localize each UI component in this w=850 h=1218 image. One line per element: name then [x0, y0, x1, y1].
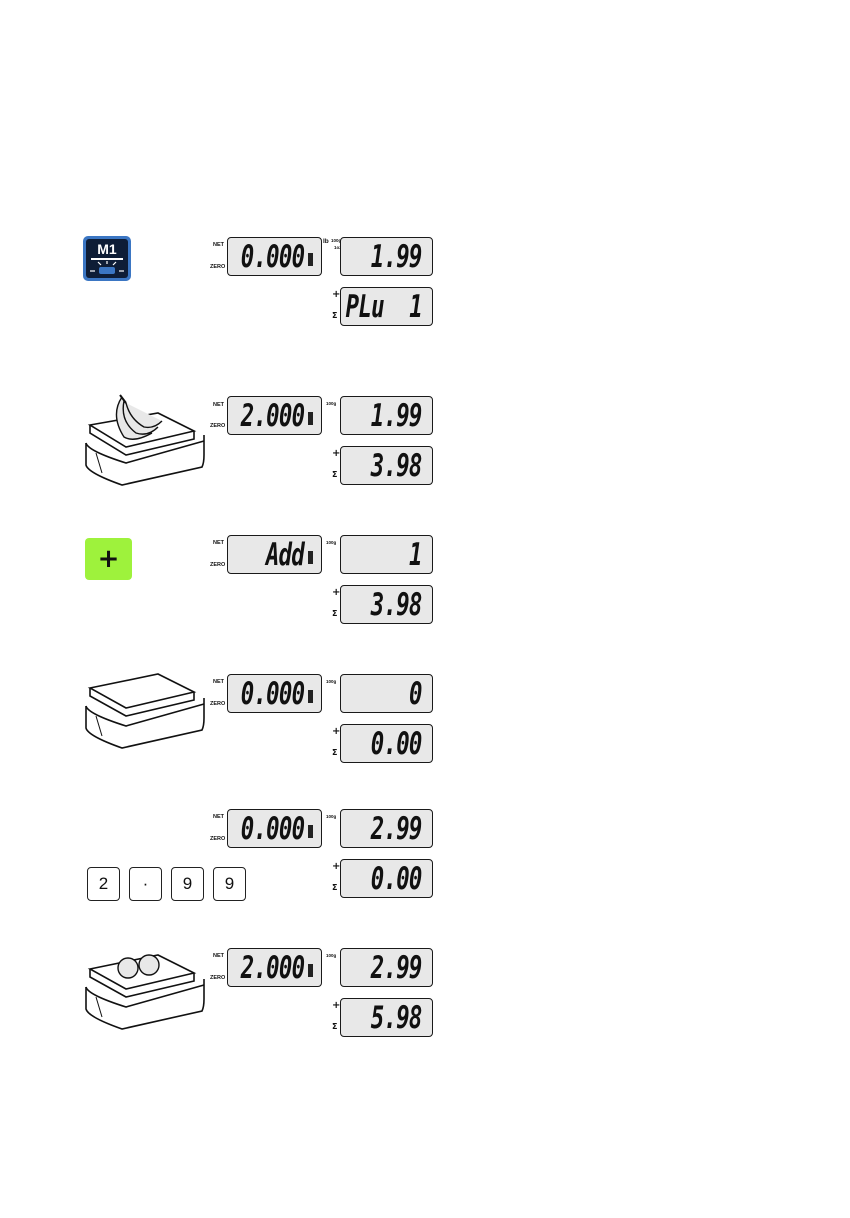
weight-value: 0.000	[240, 239, 304, 275]
total-display: 0.00	[340, 724, 433, 763]
zero-label: ZERO	[210, 837, 225, 843]
total-display: 3.98	[340, 446, 433, 485]
sigma-indicator: Σ	[332, 610, 337, 618]
unit-indicator-icon	[308, 690, 313, 703]
m1-key-face: M1	[86, 239, 128, 278]
unit-price-value: 1.99	[371, 398, 422, 434]
zero-label: ZERO	[210, 563, 225, 569]
unit-indicator-icon	[308, 412, 313, 425]
weight-display: 0.000	[227, 674, 322, 713]
unit-price-value: 1	[409, 537, 422, 573]
weight-value: Add	[266, 537, 304, 573]
weight-value: 2.000	[240, 950, 304, 986]
unit-100g-label: 100g	[326, 541, 336, 546]
digit-key[interactable]: 9	[213, 867, 246, 901]
unit-price-display: 2.99	[340, 948, 433, 987]
unit-price-display: 2.99	[340, 809, 433, 848]
unit-price-value: 2.99	[371, 950, 422, 986]
decimal-point-key[interactable]: ·	[129, 867, 162, 901]
sigma-indicator: Σ	[332, 884, 337, 892]
weight-display: 2.000	[227, 948, 322, 987]
weight-value: 0.000	[240, 676, 304, 712]
weight-display: 0.000	[227, 237, 322, 276]
net-label: NET	[213, 954, 224, 960]
unit-price-value: 2.99	[371, 811, 422, 847]
total-value: 3.98	[371, 587, 422, 623]
weight-display: Add	[227, 535, 322, 574]
unit-indicator-icon	[308, 964, 313, 977]
unit-price-display: 0	[340, 674, 433, 713]
total-display: PLu 1	[340, 287, 433, 326]
unit-100g-label: 100g	[326, 954, 336, 959]
m1-key[interactable]: M1	[83, 236, 131, 281]
net-label: NET	[213, 541, 224, 547]
empty-scale-icon	[82, 668, 207, 753]
unit-indicator-icon	[308, 253, 313, 266]
unit-100g-label: 100g	[326, 680, 336, 685]
total-value: 5.98	[371, 1000, 422, 1036]
press-indicator-icon	[86, 261, 128, 277]
sigma-indicator: Σ	[332, 1023, 337, 1031]
net-label: NET	[213, 815, 224, 821]
digit-key[interactable]: 2	[87, 867, 120, 901]
weight-value: 0.000	[240, 811, 304, 847]
total-value: 0.00	[371, 861, 422, 897]
net-label: NET	[213, 243, 224, 249]
unit-indicator-icon	[308, 825, 313, 838]
total-value: 3.98	[371, 448, 422, 484]
total-display: 0.00	[340, 859, 433, 898]
zero-label: ZERO	[210, 424, 225, 430]
total-display: 5.98	[340, 998, 433, 1037]
total-value: PLu 1	[346, 289, 422, 325]
unit-price-display: 1.99	[340, 396, 433, 435]
sigma-indicator: Σ	[332, 471, 337, 479]
unit-price-value: 1.99	[371, 239, 422, 275]
scale-with-produce-icon	[82, 945, 207, 1035]
unit-100g-label: 100g	[326, 815, 336, 820]
zero-label: ZERO	[210, 265, 225, 271]
weight-value: 2.000	[240, 398, 304, 434]
unit-price-display: 1	[340, 535, 433, 574]
unit-price-display: 1.99	[340, 237, 433, 276]
weight-display: 0.000	[227, 809, 322, 848]
net-label: NET	[213, 403, 224, 409]
unit-price-value: 0	[409, 676, 422, 712]
unit-indicator-icon	[308, 551, 313, 564]
unit-lb-label: lb	[323, 239, 329, 246]
m1-key-label: M1	[86, 241, 128, 257]
net-label: NET	[213, 680, 224, 686]
m1-key-divider	[91, 258, 123, 260]
zero-label: ZERO	[210, 702, 225, 708]
total-value: 0.00	[371, 726, 422, 762]
total-display: 3.98	[340, 585, 433, 624]
sigma-indicator: Σ	[332, 749, 337, 757]
weight-display: 2.000	[227, 396, 322, 435]
sigma-indicator: Σ	[332, 312, 337, 320]
zero-label: ZERO	[210, 976, 225, 982]
digit-key[interactable]: 9	[171, 867, 204, 901]
add-key[interactable]: +	[85, 538, 132, 580]
unit-100g-label: 100g	[326, 402, 336, 407]
scale-with-bananas-icon	[82, 393, 207, 488]
